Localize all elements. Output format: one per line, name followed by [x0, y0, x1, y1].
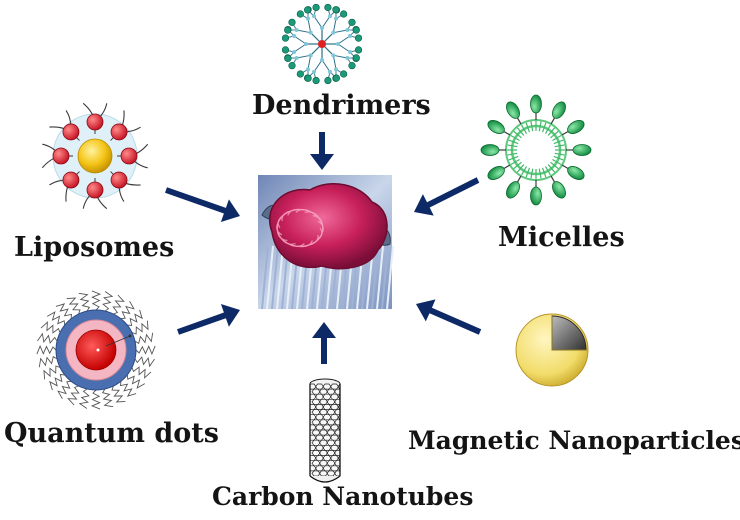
label-micelles: Micelles — [498, 222, 625, 253]
label-carbon-nanotubes: Carbon Nanotubes — [212, 482, 474, 511]
micelle-icon — [480, 94, 592, 206]
dendrimer-icon — [281, 3, 363, 85]
arrow-liposomes — [165, 187, 240, 222]
arrow-dendrimers — [310, 132, 334, 170]
arrows — [165, 132, 482, 364]
quantum-dot-icon — [36, 290, 156, 410]
label-magnetic-nanoparticles: Magnetic Nanoparticles — [408, 426, 740, 455]
cell-texture — [276, 208, 324, 248]
tumor-cell-icon — [258, 175, 394, 310]
arrow-micelles — [414, 177, 480, 216]
label-liposomes: Liposomes — [14, 232, 175, 263]
arrow-quantum-dots — [177, 304, 240, 335]
arrow-magnetic — [416, 299, 482, 335]
magnetic-nanoparticle-icon — [515, 313, 589, 387]
label-dendrimers: Dendrimers — [252, 90, 431, 121]
arrow-carbon-nanotubes — [312, 322, 336, 364]
carbon-nanotube-icon — [309, 378, 341, 483]
label-quantum-dots: Quantum dots — [4, 418, 219, 449]
liposome-icon — [41, 102, 149, 210]
